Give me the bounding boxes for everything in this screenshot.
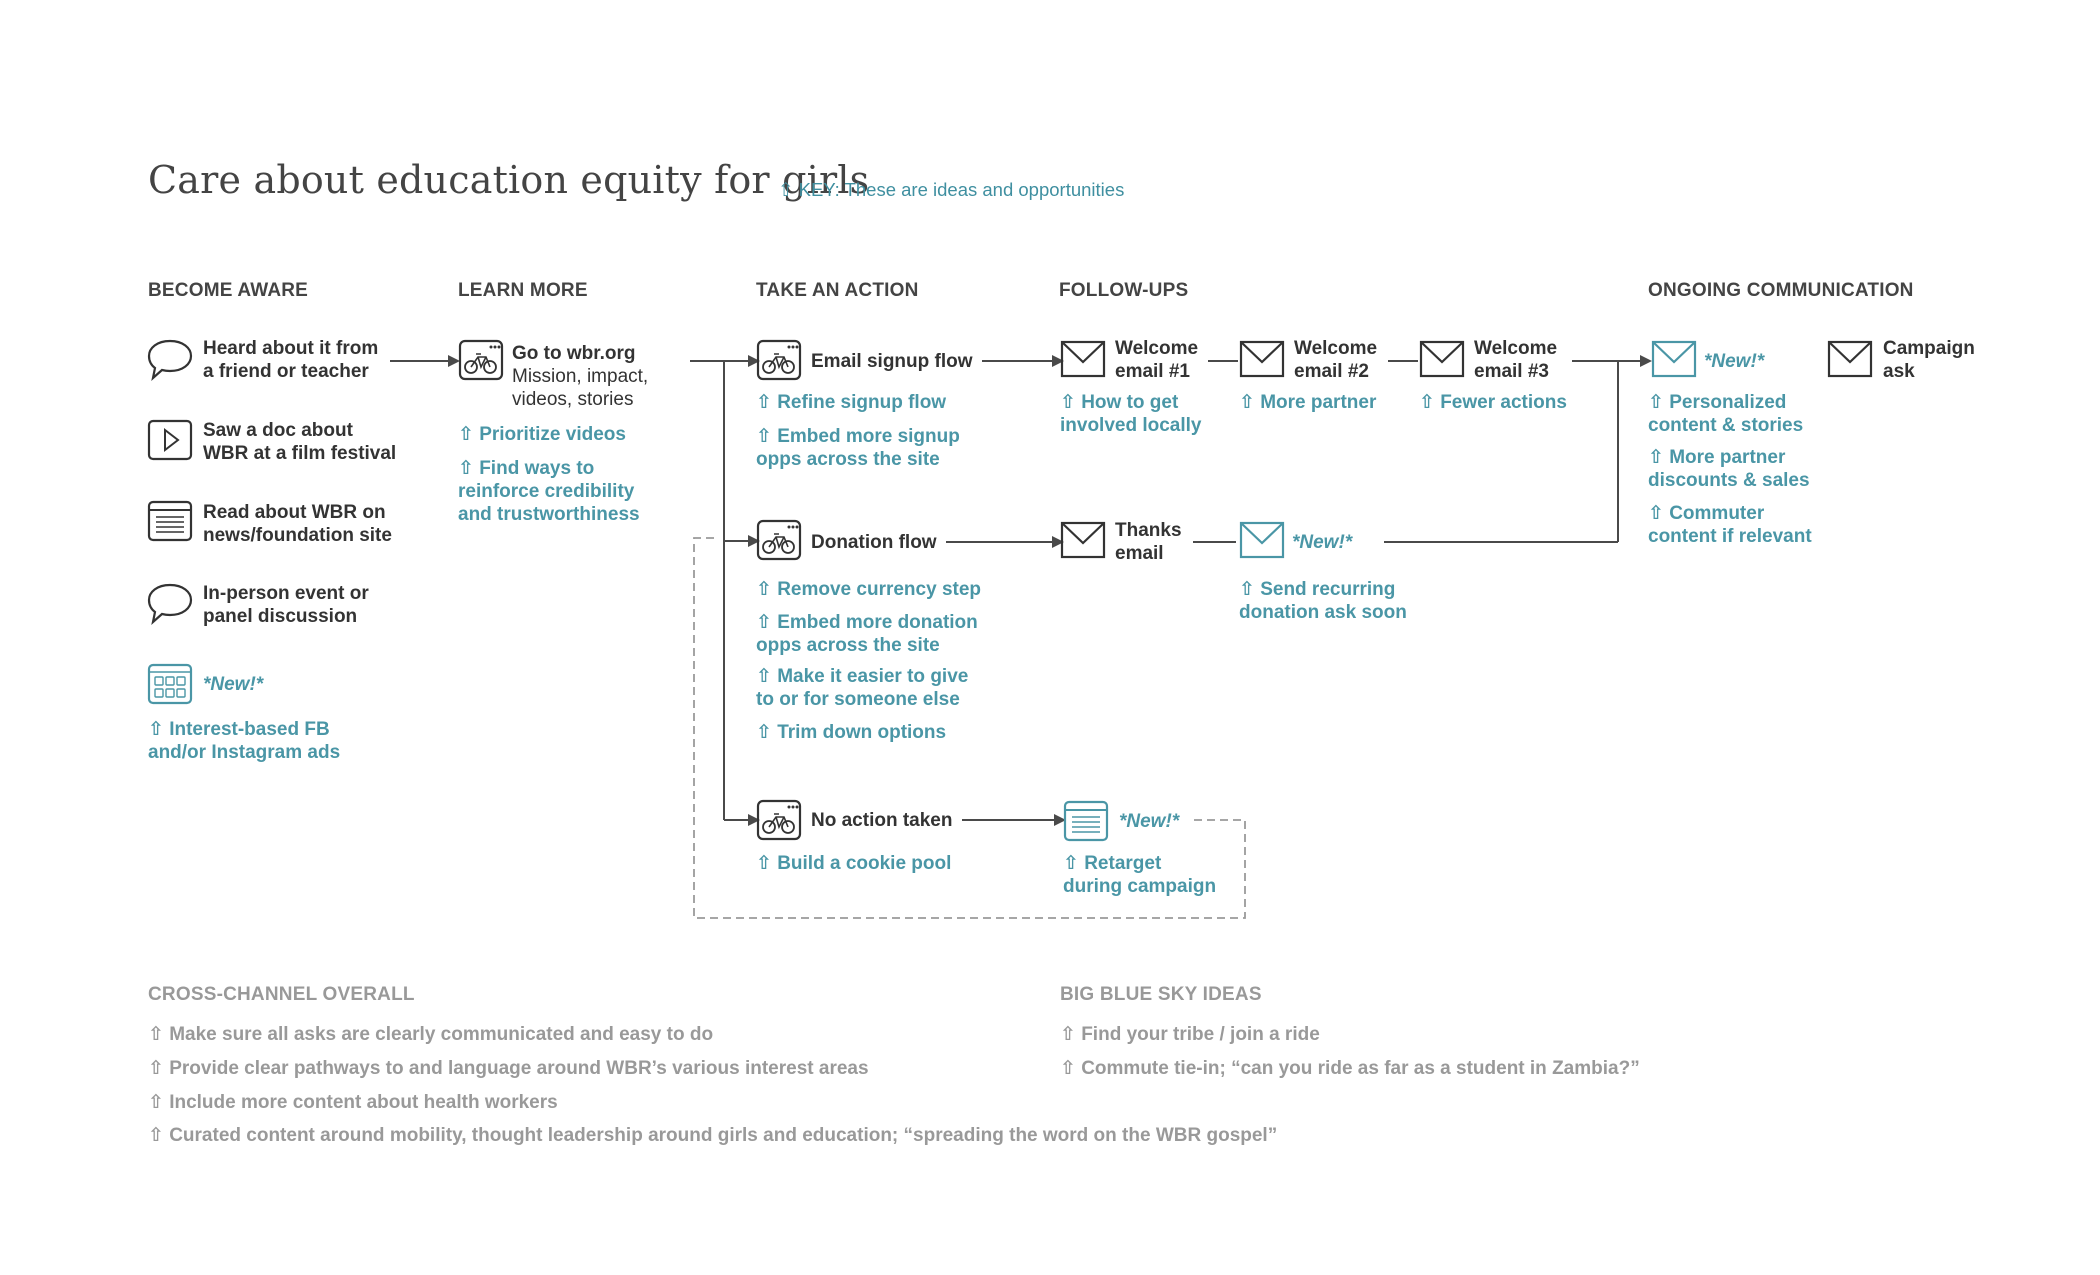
cross-channel-heading: CROSS-CHANNEL OVERALL — [148, 984, 415, 1005]
bike-site-icon — [756, 799, 802, 846]
envelope-icon — [1827, 340, 1873, 383]
blue-sky-item: ⇧ Commute tie-in; “can you ride as far a… — [1060, 1058, 1640, 1079]
opportunity-cookie-pool: ⇧ Build a cookie pool — [756, 853, 952, 874]
cross-channel-item: ⇧ Provide clear pathways to and language… — [148, 1058, 869, 1079]
opportunity-more-partner: ⇧ More partner — [1239, 392, 1377, 413]
blue-sky-item: ⇧ Find your tribe / join a ride — [1060, 1024, 1320, 1045]
column-heading-follow-ups: FOLLOW-UPS — [1059, 280, 1189, 301]
dashed-retarget-loop — [693, 537, 1246, 919]
envelope-new-icon — [1239, 521, 1285, 564]
action-no-action: No action taken — [811, 810, 953, 831]
column-heading-ongoing-communication: ONGOING COMMUNICATION — [1648, 280, 1914, 301]
speech-bubble-icon — [146, 582, 194, 631]
social-ads-icon — [147, 663, 193, 710]
envelope-new-icon — [1651, 340, 1697, 383]
opportunity-remove-currency: ⇧ Remove currency step — [756, 579, 982, 600]
cross-channel-item: ⇧ Curated content around mobility, thoug… — [148, 1125, 1278, 1146]
action-email-signup: Email signup flow — [811, 351, 973, 372]
blue-sky-heading: BIG BLUE SKY IDEAS — [1060, 984, 1262, 1005]
column-heading-take-an-action: TAKE AN ACTION — [756, 280, 919, 301]
envelope-icon — [1239, 340, 1285, 383]
news-article-icon — [147, 500, 193, 547]
opportunity-trim-options: ⇧ Trim down options — [756, 722, 947, 743]
new-badge-ongoing: *New!* — [1704, 351, 1765, 372]
opportunity-prioritize-videos: ⇧ Prioritize videos — [458, 424, 626, 445]
video-play-icon — [147, 419, 193, 466]
cross-channel-item: ⇧ Include more content about health work… — [148, 1092, 558, 1113]
news-article-new-icon — [1063, 800, 1109, 847]
speech-bubble-icon — [146, 338, 194, 387]
envelope-icon — [1419, 340, 1465, 383]
key-legend: ⇧ KEY: These are ideas and opportunities — [778, 179, 1125, 200]
page-title: Care about education equity for girls — [148, 158, 870, 202]
bike-site-icon — [756, 339, 802, 386]
new-badge-retarget: *New!* — [1119, 811, 1180, 832]
bike-site-icon — [458, 339, 504, 386]
new-badge-recurring: *New!* — [1292, 532, 1353, 553]
opportunity-fewer-actions: ⇧ Fewer actions — [1419, 392, 1567, 413]
cross-channel-item: ⇧ Make sure all asks are clearly communi… — [148, 1024, 714, 1045]
column-heading-become-aware: BECOME AWARE — [148, 280, 309, 301]
bike-site-icon — [756, 519, 802, 566]
learn-node: Go to wbr.org Mission, impact, videos, s… — [512, 343, 649, 410]
opportunity-refine-signup: ⇧ Refine signup flow — [756, 392, 947, 413]
envelope-icon — [1060, 340, 1106, 383]
new-badge-ads: *New!* — [203, 674, 264, 695]
envelope-icon — [1060, 521, 1106, 564]
column-heading-learn-more: LEARN MORE — [458, 280, 588, 301]
action-donation: Donation flow — [811, 532, 937, 553]
